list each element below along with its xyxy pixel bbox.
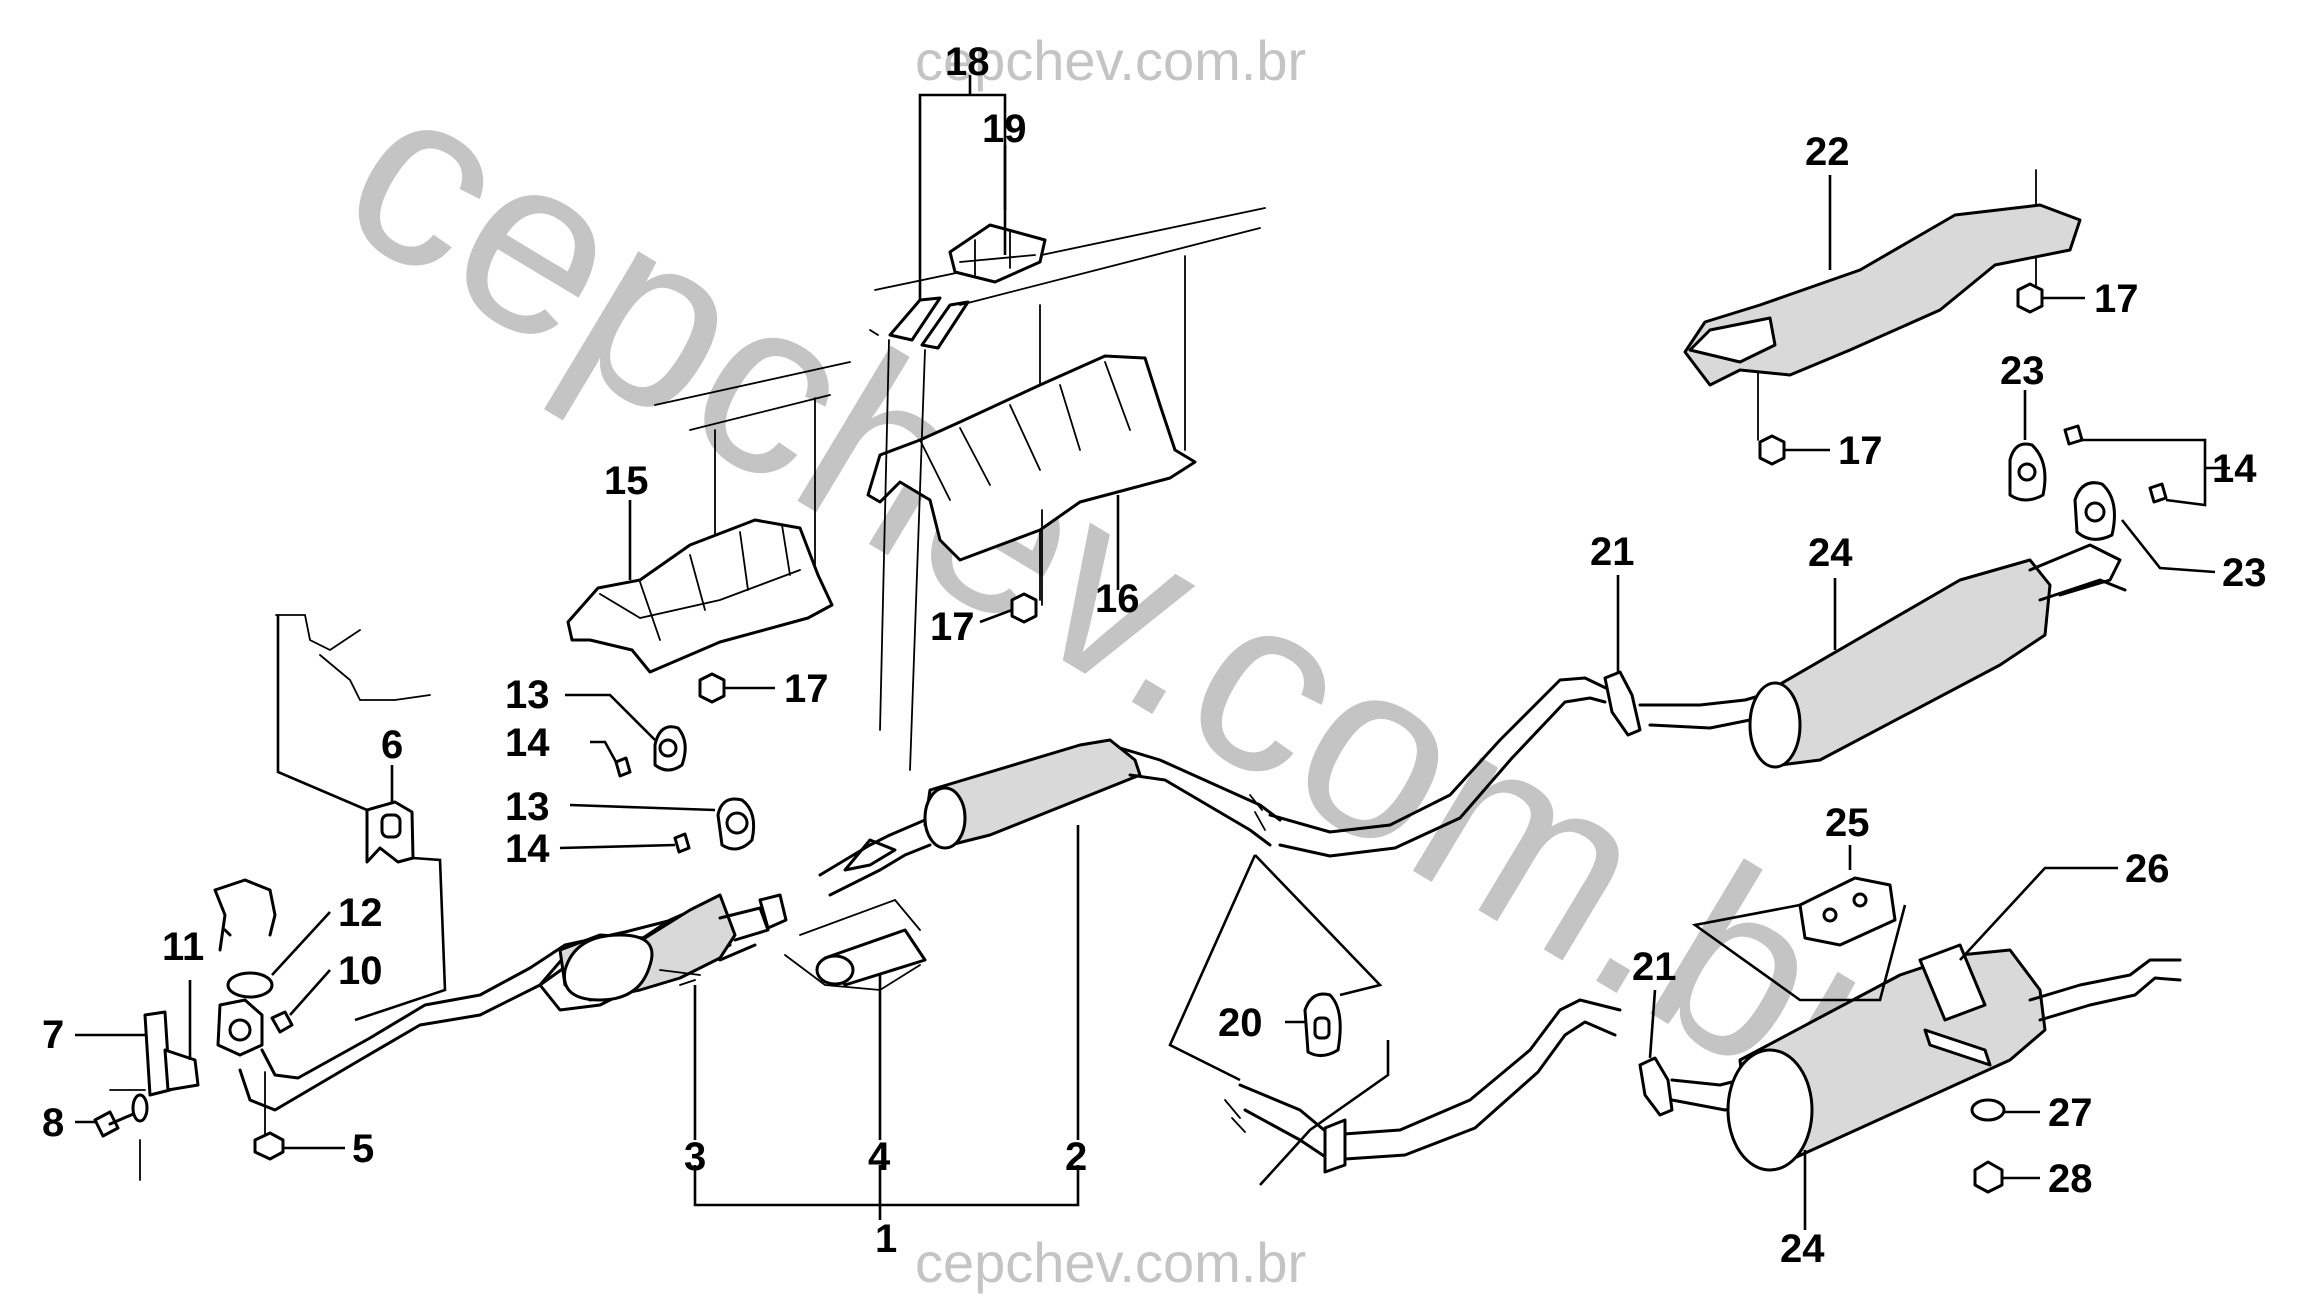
heat-shield-22 bbox=[1683, 169, 2082, 441]
callout-24-lower: 24 bbox=[1780, 1227, 1825, 1271]
callout-19: 19 bbox=[982, 107, 1027, 151]
callout-16: 16 bbox=[1095, 577, 1140, 621]
nuts bbox=[698, 282, 2044, 1194]
watermark-bottom: cepchev.com.br bbox=[915, 1231, 1306, 1294]
callout-1: 1 bbox=[875, 1217, 897, 1261]
callout-17-b: 17 bbox=[930, 605, 975, 649]
callout-3: 3 bbox=[684, 1135, 706, 1179]
callout-labels: 1 2 3 4 5 6 7 8 10 11 12 13 13 14 14 14 … bbox=[42, 40, 2267, 1271]
callout-2: 2 bbox=[1065, 1135, 1087, 1179]
callout-13-upper: 13 bbox=[505, 673, 550, 717]
hanger-brackets-18-19 bbox=[869, 223, 1047, 771]
callout-17-c: 17 bbox=[1838, 429, 1883, 473]
callout-7: 7 bbox=[42, 1013, 64, 1057]
callout-17-a: 17 bbox=[784, 667, 829, 711]
heat-shield-16 bbox=[866, 207, 1266, 606]
callout-21-upper: 21 bbox=[1590, 530, 1635, 574]
callout-24-upper: 24 bbox=[1808, 531, 1853, 575]
callout-10: 10 bbox=[338, 949, 383, 993]
catalytic-converter-3 bbox=[538, 893, 788, 1012]
callout-21-lower: 21 bbox=[1632, 945, 1677, 989]
callout-11: 11 bbox=[162, 925, 204, 969]
callout-15: 15 bbox=[604, 459, 649, 503]
callout-23-lower: 23 bbox=[2222, 551, 2267, 595]
callout-27: 27 bbox=[2048, 1091, 2093, 1135]
callout-28: 28 bbox=[2048, 1157, 2093, 1201]
callout-6: 6 bbox=[381, 723, 403, 767]
front-pipe-assembly bbox=[93, 614, 757, 1181]
callout-22: 22 bbox=[1805, 130, 1850, 174]
rear-muffler-24-lower bbox=[1638, 943, 2182, 1172]
callout-13-lower: 13 bbox=[505, 785, 550, 829]
callout-20: 20 bbox=[1218, 1001, 1263, 1045]
callout-8: 8 bbox=[42, 1101, 64, 1145]
callout-leaders bbox=[75, 75, 2230, 1230]
rubber-hangers bbox=[365, 424, 2168, 1057]
center-muffler-2 bbox=[818, 738, 1282, 897]
callout-17-d: 17 bbox=[2094, 277, 2139, 321]
callout-14-lower: 14 bbox=[505, 827, 550, 871]
sleeve-4 bbox=[784, 898, 927, 991]
callout-23-upper: 23 bbox=[2000, 349, 2045, 393]
callout-14-rear: 14 bbox=[2212, 447, 2257, 491]
watermark-top: cepchev.com.br bbox=[915, 29, 1306, 92]
callout-12: 12 bbox=[338, 891, 383, 935]
callout-14-upper: 14 bbox=[505, 721, 550, 765]
callout-25: 25 bbox=[1825, 801, 1870, 845]
callout-5: 5 bbox=[352, 1127, 374, 1171]
callout-4: 4 bbox=[868, 1135, 891, 1179]
intermediate-pipe bbox=[1249, 676, 1612, 858]
heat-shield-15 bbox=[566, 361, 851, 674]
rear-pipe-lower bbox=[1224, 998, 1622, 1174]
callout-18: 18 bbox=[945, 40, 990, 84]
rear-muffler-24-upper bbox=[1603, 543, 2127, 769]
callout-26: 26 bbox=[2125, 847, 2170, 891]
